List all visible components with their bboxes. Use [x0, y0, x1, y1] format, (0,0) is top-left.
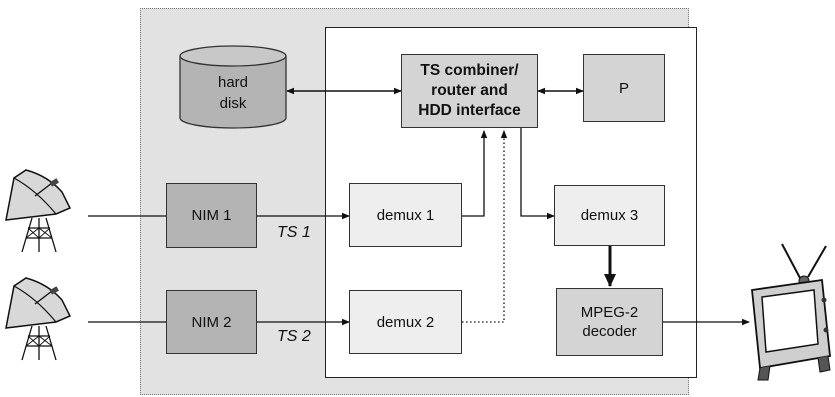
- nim1-block: NIM 1: [166, 183, 257, 248]
- demux2-feedback-line: [462, 130, 508, 323]
- demux1-label: demux 1: [376, 206, 435, 224]
- demux1-feedback-line: [462, 130, 488, 217]
- ts1-label: TS 1: [277, 224, 311, 241]
- processor-label: P: [618, 79, 629, 97]
- demux2-label: demux 2: [376, 313, 435, 331]
- ts-combiner-label: TS combiner/ router and HDD interface: [418, 62, 521, 119]
- demux2-block: demux 2: [349, 290, 462, 354]
- nim2-block: NIM 2: [166, 290, 257, 354]
- ts2-label: TS 2: [277, 328, 311, 345]
- nim1-label: NIM 1: [191, 207, 232, 224]
- demux3-label: demux 3: [580, 207, 639, 224]
- demux1-block: demux 1: [349, 183, 462, 247]
- nim2-label: NIM 2: [191, 313, 232, 331]
- combiner-to-demux3-line: [520, 128, 555, 220]
- ts-combiner-block: TS combiner/ router and HDD interface: [401, 54, 538, 128]
- hard-disk-label: hard disk: [217, 74, 249, 112]
- demux3-block: demux 3: [554, 185, 665, 246]
- mpeg-decoder-block: MPEG-2 decoder: [556, 288, 663, 356]
- processor-block: P: [583, 54, 665, 122]
- mpeg-decoder-label: MPEG-2 decoder: [580, 304, 639, 340]
